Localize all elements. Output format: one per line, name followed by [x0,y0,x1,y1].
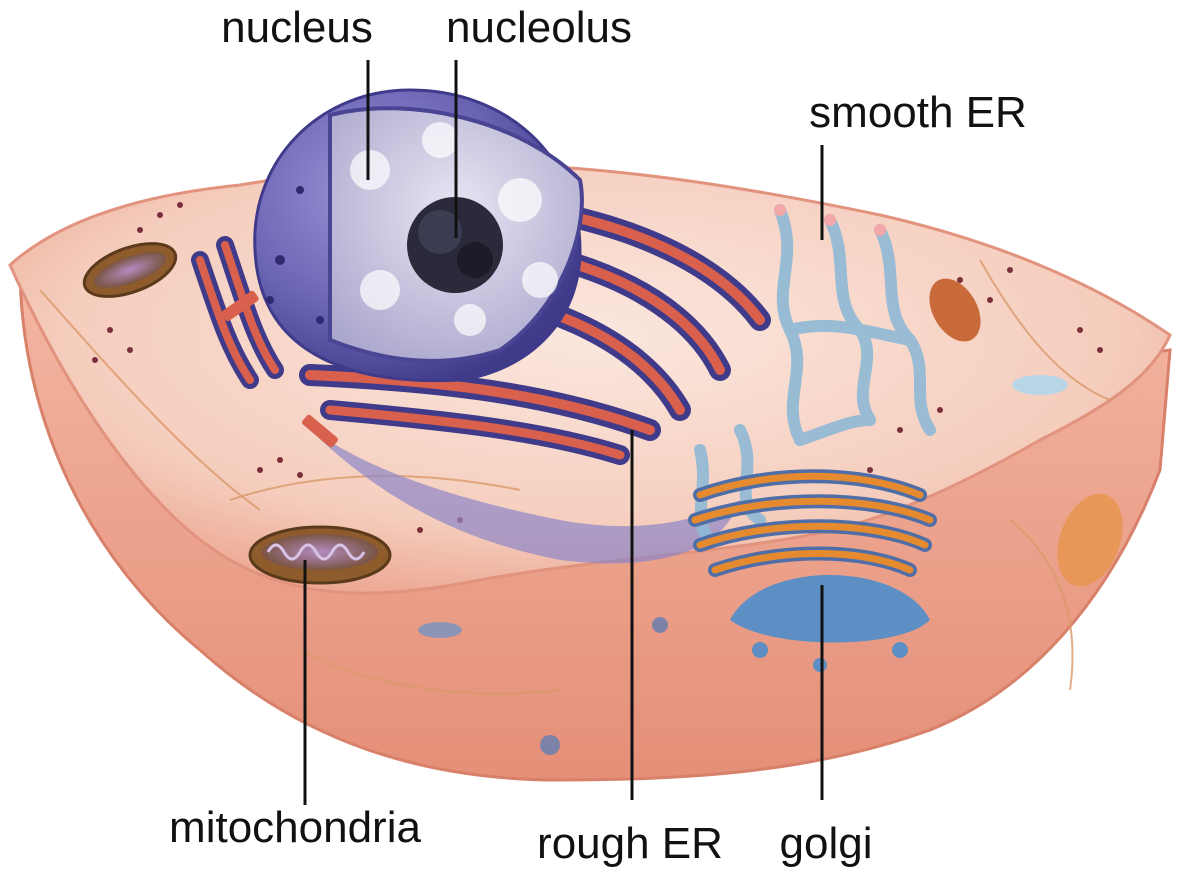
label-nucleolus: nucleolus [446,3,632,52]
label-nucleus: nucleus [221,3,373,52]
label-smooth-er: smooth ER [809,88,1027,137]
mitochondrion-large [250,527,390,583]
vesicle-flat [418,622,462,638]
label-golgi: golgi [780,819,873,868]
label-mitochondria: mitochondria [169,803,421,852]
label-rough-er: rough ER [537,819,723,868]
vacuole-small [652,617,668,633]
vesicle [1012,375,1068,395]
vacuole [540,735,560,755]
